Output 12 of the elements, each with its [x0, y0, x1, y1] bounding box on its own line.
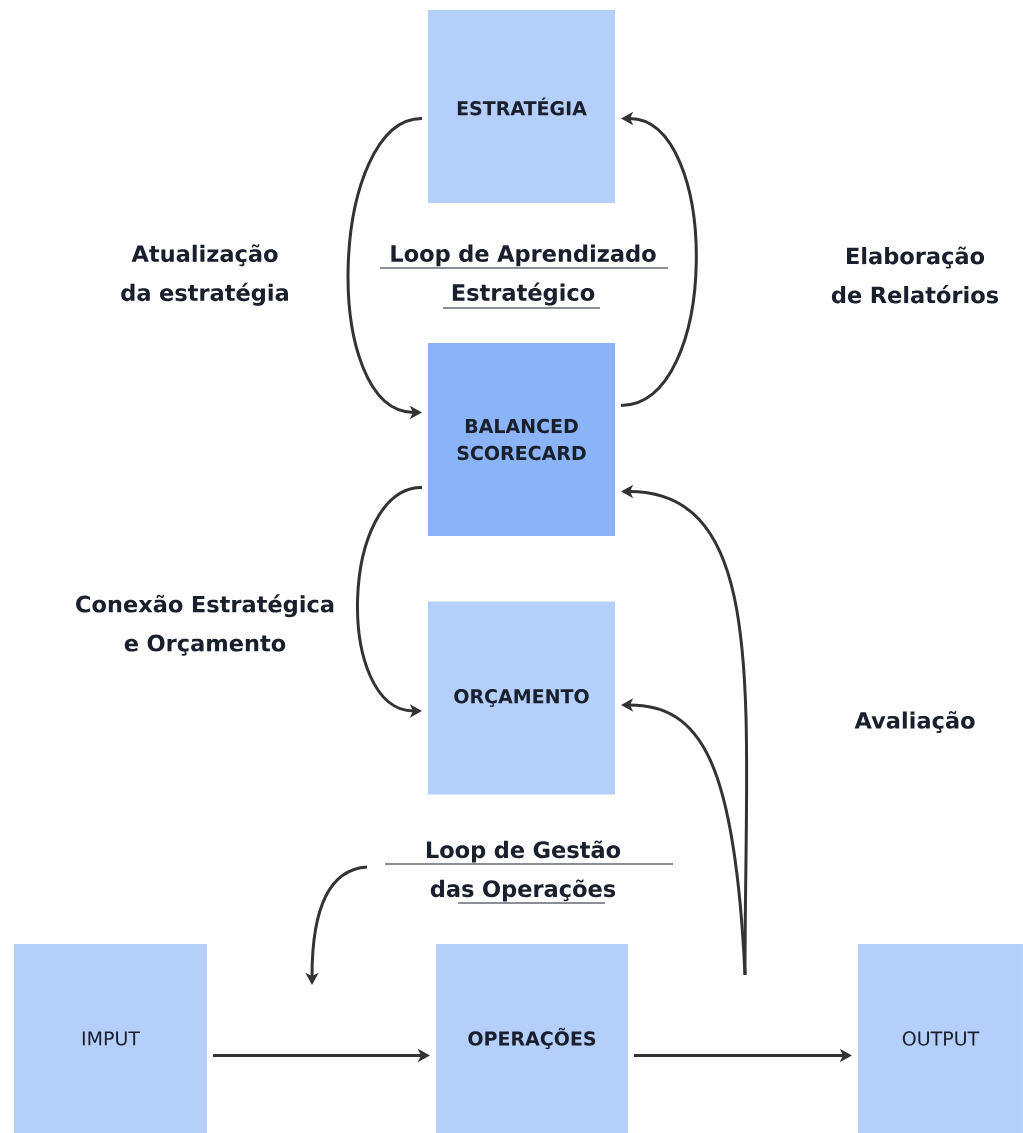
- process-box: OUTPUT: [858, 944, 1023, 1133]
- process-box: ORÇAMENTO: [428, 601, 615, 795]
- process-box: ESTRATÉGIA: [428, 10, 615, 203]
- annotation-text: Avaliação: [854, 711, 975, 733]
- annotation-text: Atualização da estratégia: [121, 244, 288, 306]
- underlined-heading: Loop de Gestão das Operações: [384, 840, 674, 904]
- annotation-text: Conexão Estratégica e Orçamento: [76, 594, 334, 656]
- process-box: BALANCED SCORECARD: [428, 343, 615, 536]
- process-box: IMPUT: [14, 944, 207, 1133]
- annotation-text: Elaboração de Relatórios: [831, 246, 999, 304]
- process-box: OPERAÇÕES: [436, 944, 628, 1133]
- underlined-heading: Loop de Aprendizado Estratégico: [379, 244, 669, 309]
